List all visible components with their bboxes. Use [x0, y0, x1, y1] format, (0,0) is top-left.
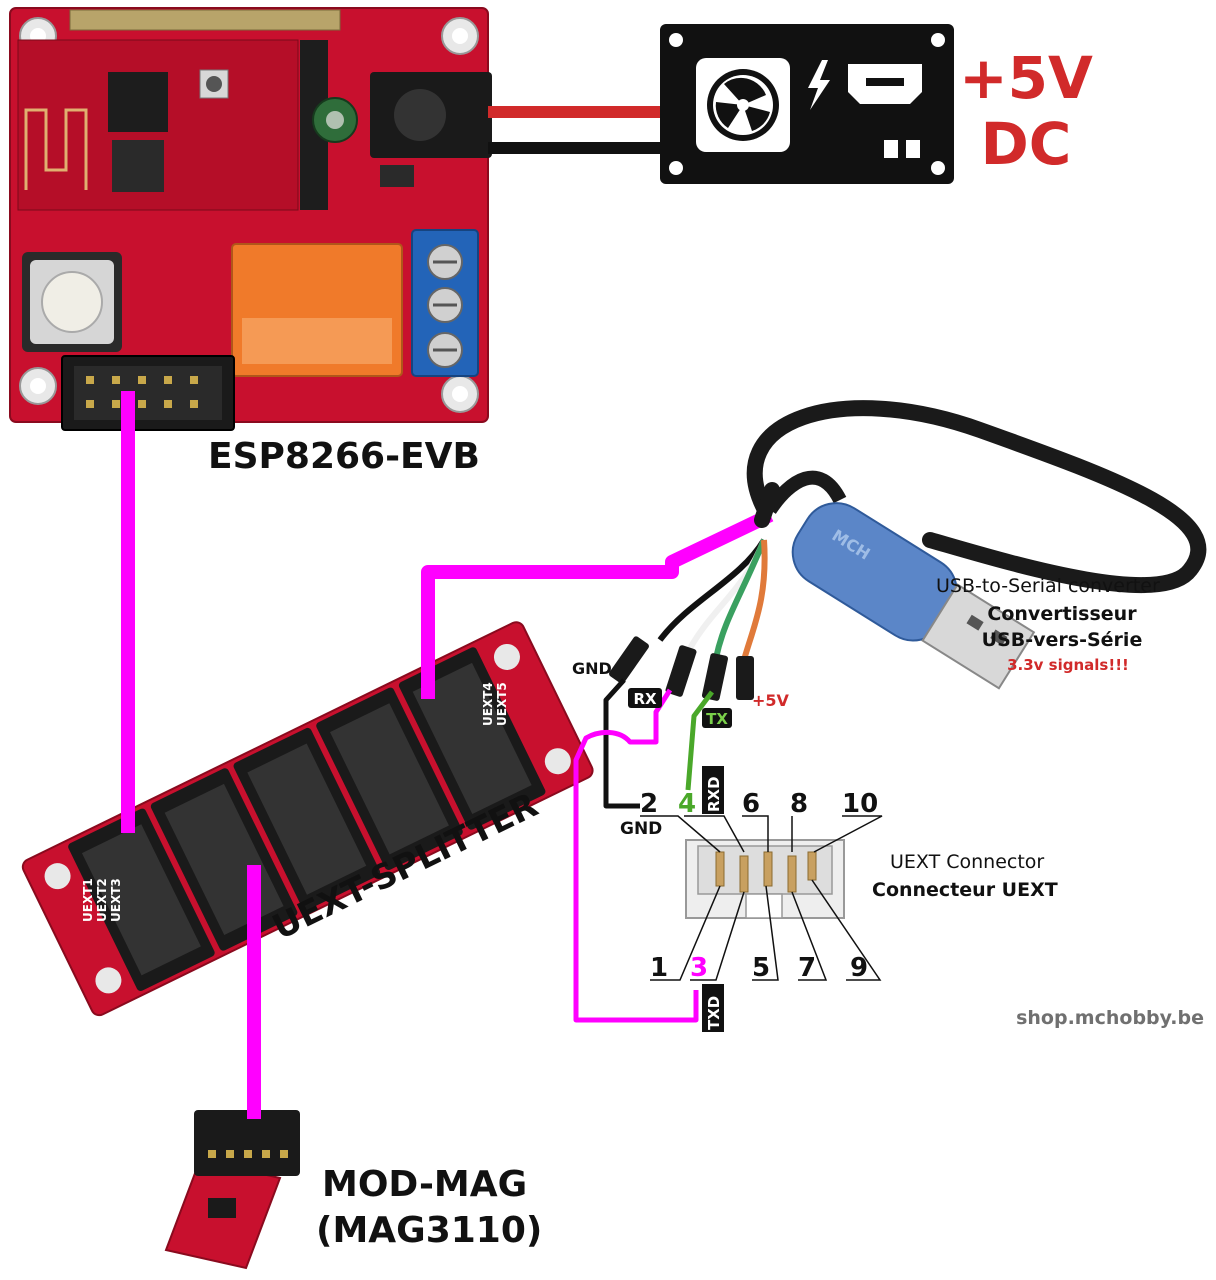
mod-mag-module [164, 1110, 300, 1270]
splitter-connector-1 [68, 808, 215, 991]
splitter-connector-4 [316, 687, 463, 870]
pin3-name-bg [702, 984, 724, 1032]
pin-number-2: 2 [640, 789, 658, 819]
splitter-port-labels: UEXT1 UEXT2 UEXT3 UEXT4 UEXT5 [81, 682, 509, 922]
pin-number-6: 6 [742, 789, 760, 819]
port-label-uext3: UEXT3 [109, 878, 123, 922]
splitter-connector-3 [233, 727, 381, 911]
uext-connector-drawing [640, 815, 883, 981]
usb-serial-cable [609, 400, 1207, 701]
port-label-uext5: UEXT5 [495, 682, 509, 726]
converter-label-fr2: USB-vers-Série [982, 629, 1143, 651]
pin-number-10: 10 [842, 789, 878, 819]
power-label-type: DC [981, 110, 1072, 178]
port-label-uext4: UEXT4 [481, 682, 495, 726]
cable-splitter-to-converter [421, 508, 774, 699]
credit-label: shop.mchobby.be [1016, 1007, 1204, 1029]
pin4-name-bg [702, 766, 724, 814]
power-wires [488, 106, 662, 154]
pin4-name: RXD [705, 776, 723, 812]
pin3-name: TXD [705, 996, 723, 1030]
port-label-uext1: UEXT1 [81, 878, 95, 922]
pin-number-7: 7 [798, 953, 816, 983]
pin-number-8: 8 [790, 789, 808, 819]
pin-number-1: 1 [650, 953, 668, 983]
power-label-voltage: +5V [959, 44, 1093, 112]
wire-label-vcc: +5V [752, 691, 790, 710]
pin-number-5: 5 [752, 953, 770, 983]
power-socket-icon [848, 64, 922, 158]
board-label: ESP8266-EVB [208, 436, 480, 477]
wire-label-rx: RX [633, 690, 657, 708]
wire-label-tx: TX [706, 710, 728, 728]
power-supply [660, 24, 954, 184]
uext-connector-title-en: UEXT Connector [890, 851, 1044, 873]
uext-cables [121, 391, 774, 1119]
uext-wiring [573, 678, 714, 1023]
esp8266-evb-board [9, 7, 492, 431]
usb-serial-dongle: MCH [791, 502, 1036, 690]
converter-label-fr1: Convertisseur [987, 603, 1137, 625]
uext-pin-numbers: 2 4 6 8 10 1 3 5 7 9 [640, 789, 878, 983]
converter-label-en: USB-to-Serial converter [936, 575, 1160, 597]
module-label-chip: (MAG3110) [316, 1210, 542, 1251]
wire-label-tx-bg [702, 708, 732, 728]
lightning-icon [808, 60, 830, 110]
converter-warning: 3.3v signals!!! [1007, 656, 1129, 674]
uext-connector-title-fr: Connecteur UEXT [872, 879, 1058, 901]
pin-number-4: 4 [678, 789, 696, 819]
pin-number-3: 3 [690, 953, 708, 983]
module-label-name: MOD-MAG [322, 1164, 527, 1205]
splitter-connector-5 [398, 647, 546, 830]
port-label-uext2: UEXT2 [95, 878, 109, 922]
pin-number-9: 9 [850, 953, 868, 983]
fan-icon [696, 58, 790, 152]
pin2-name: GND [620, 819, 662, 839]
wire-label-gnd: GND [572, 659, 612, 678]
wire-label-rx-bg [628, 688, 662, 708]
